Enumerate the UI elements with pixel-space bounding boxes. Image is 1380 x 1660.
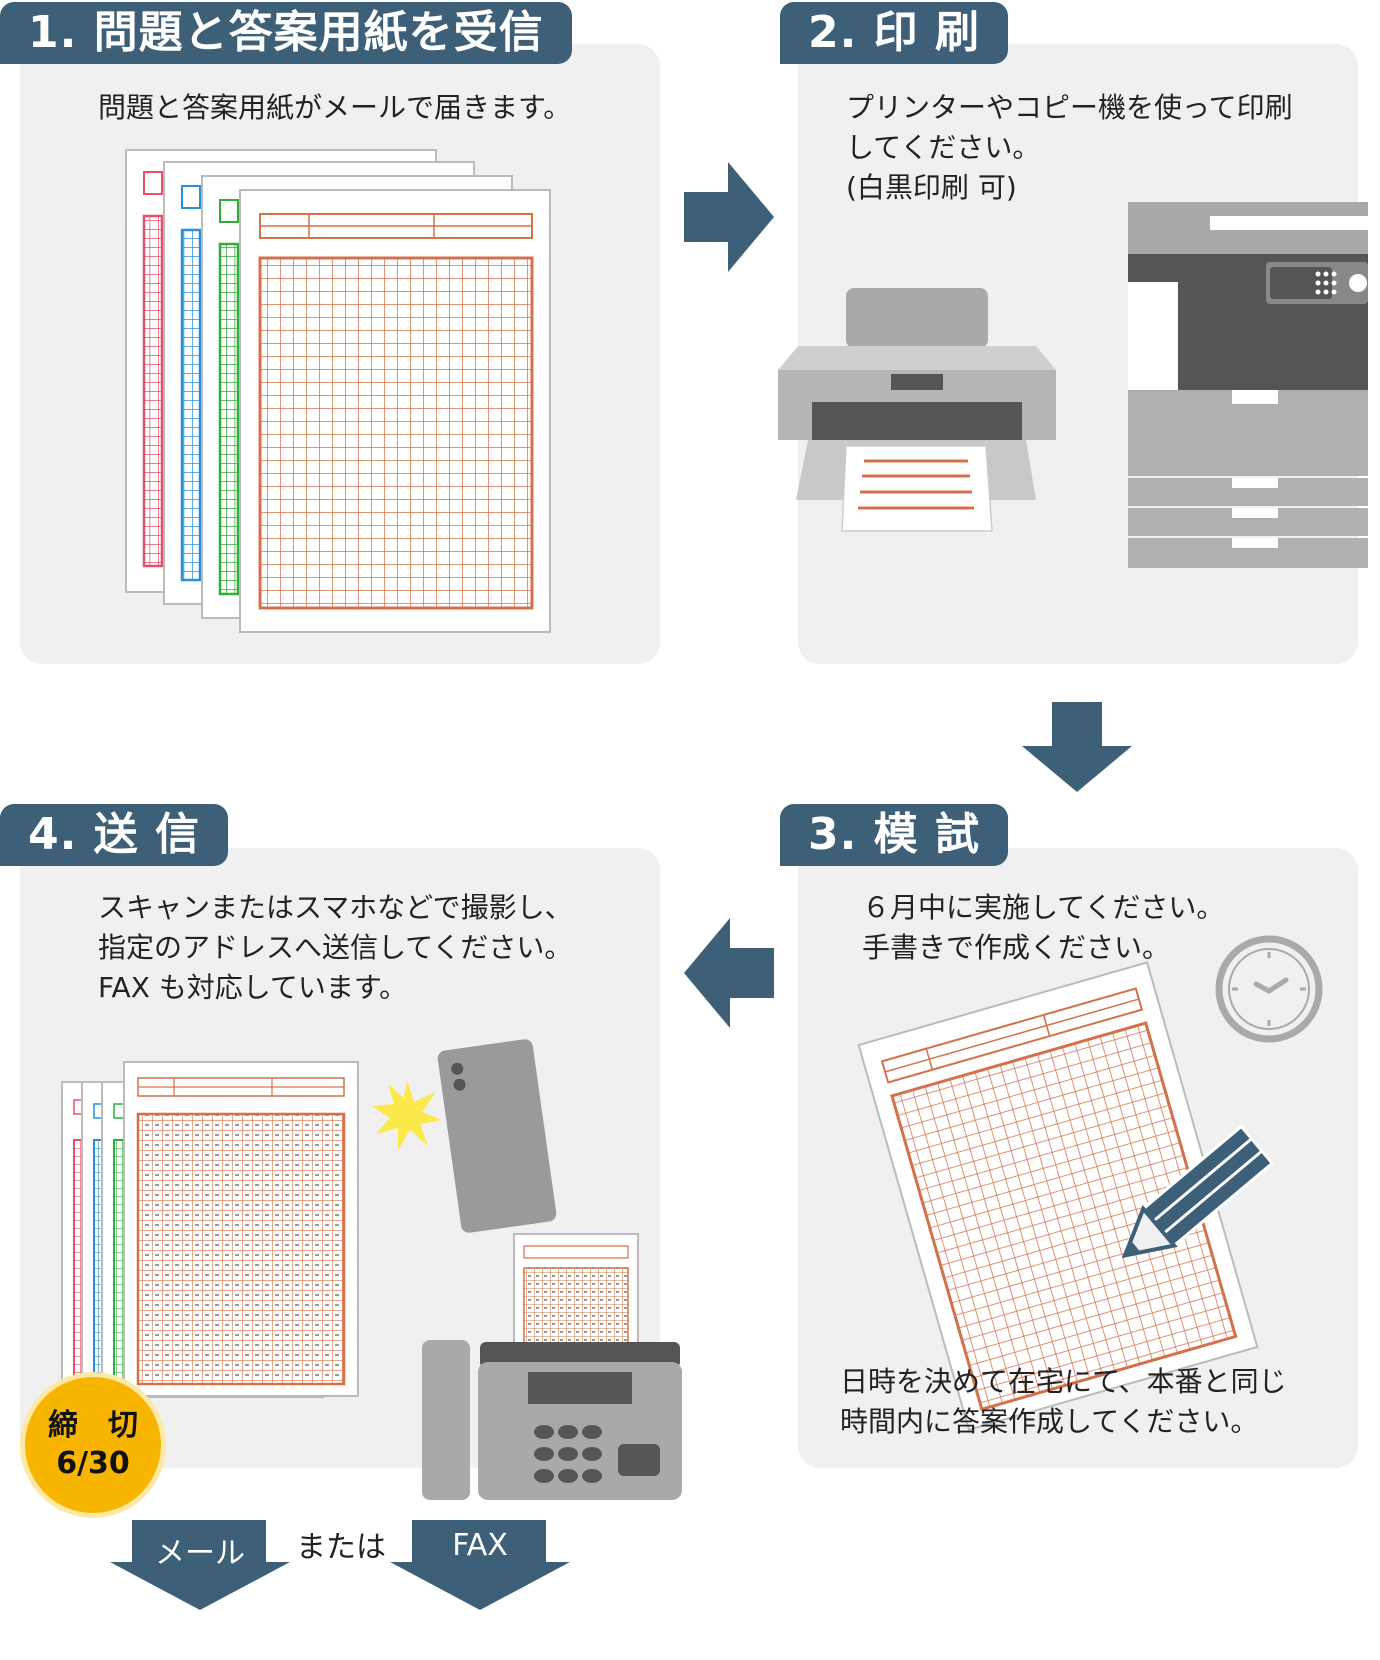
arrow-right-icon (684, 162, 774, 272)
scanned-sheets-icon (61, 1061, 359, 1398)
step-print-title: 2. 印 刷 (780, 2, 1008, 64)
arrow-down-icon (1022, 702, 1132, 792)
arrow-left-icon (684, 918, 774, 1028)
printer-icon (778, 288, 1056, 532)
step-exam-desc-bottom: 日時を決めて在宅にて、本番と同じ 時間内に答案作成してください。 (840, 1365, 1287, 1438)
or-text: または (296, 1530, 386, 1565)
flash-icon (372, 1080, 442, 1150)
step-exam-desc-top: ６月中に実施してください。 手書きで作成ください。 (862, 891, 1225, 964)
step-send-title: 4. 送 信 (0, 804, 228, 866)
smartphone-icon (437, 1039, 557, 1233)
deadline-label: 締 切 (48, 1408, 138, 1443)
step-receive-desc: 問題と答案用紙がメールで届きます。 (98, 91, 572, 124)
copier-icon (1128, 202, 1368, 568)
step-exam-title: 3. 模 試 (780, 804, 1008, 866)
step-print-desc: プリンターやコピー機を使って印刷 してください。 (白黒印刷 可) (846, 91, 1293, 204)
answer-sheets-icon (125, 149, 551, 633)
deadline-badge: 締 切 6/30 (20, 1372, 166, 1518)
step-send-desc: スキャンまたはスマホなどで撮影し、 指定のアドレスへ送信してください。 FAX … (98, 891, 573, 1004)
deadline-date: 6/30 (56, 1446, 130, 1481)
fax-label: FAX (452, 1528, 508, 1563)
step-receive-title: 1. 問題と答案用紙を受信 (0, 2, 572, 64)
fax-icon (422, 1233, 682, 1500)
mail-label: メール (155, 1536, 245, 1571)
fax-arrow-icon (390, 1520, 570, 1610)
clock-icon (1215, 935, 1323, 1043)
answer-sheet-icon (857, 961, 1259, 1431)
mail-arrow-icon (110, 1520, 290, 1610)
pencil-icon (1121, 1124, 1275, 1259)
